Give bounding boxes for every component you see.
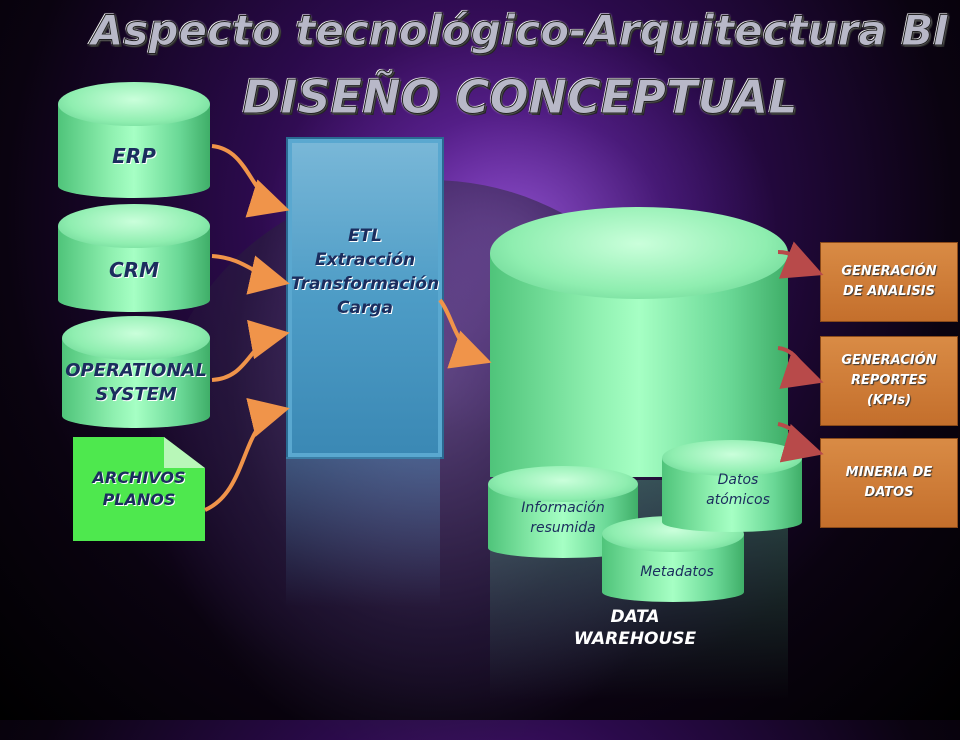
operational-label-line2: SYSTEM bbox=[95, 384, 177, 405]
etl-step-transformacion: Transformación bbox=[290, 274, 440, 294]
archivos-label-line1: ARCHIVOS bbox=[92, 468, 186, 487]
metadatos-label: Metadatos bbox=[640, 564, 714, 580]
informacion-resumida-line2: resumida bbox=[530, 520, 596, 536]
arrows-layer bbox=[204, 144, 824, 512]
archivos-label: ARCHIVOS PLANOS bbox=[73, 467, 205, 511]
generacion-reportes-line2: REPORTES bbox=[850, 373, 927, 388]
datos-atomicos-line2: atómicos bbox=[706, 492, 770, 508]
title-line1: Aspecto tecnológico-Arquitectura BI bbox=[91, 6, 950, 56]
generacion-analisis-box: GENERACIÓN DE ANALISIS bbox=[820, 242, 958, 322]
etl-title: ETL bbox=[347, 226, 383, 246]
etl-step-carga: Carga bbox=[337, 298, 393, 318]
title-line2: DISEÑO CONCEPTUAL bbox=[242, 70, 798, 125]
arrow-etl-to-warehouse bbox=[438, 298, 492, 369]
generacion-analisis-line2: DE ANALISIS bbox=[843, 284, 935, 299]
etl-box: ETL Extracción Transformación Carga bbox=[286, 137, 444, 459]
mineria-datos-box: MINERIA DE DATOS bbox=[820, 438, 958, 528]
crm-label: CRM bbox=[109, 258, 159, 282]
etl-reflection bbox=[286, 457, 440, 607]
archivos-label-line2: PLANOS bbox=[102, 490, 176, 509]
mineria-datos-line1: MINERIA DE bbox=[845, 465, 933, 480]
informacion-resumida-line1: Información bbox=[521, 500, 605, 516]
arrow-to-reportes bbox=[777, 346, 824, 389]
generacion-reportes-line1: GENERACIÓN bbox=[841, 353, 937, 368]
data-warehouse-label-line1: DATA bbox=[610, 607, 660, 627]
informacion-resumida-label: Información resumida bbox=[488, 498, 638, 538]
generacion-analisis-line1: GENERACIÓN bbox=[841, 264, 937, 279]
operational-system-cylinder: OPERATIONAL SYSTEM bbox=[62, 316, 210, 428]
etl-step-extraccion: Extracción bbox=[314, 250, 416, 270]
erp-label: ERP bbox=[112, 144, 156, 168]
mineria-datos-line2: DATOS bbox=[864, 485, 914, 500]
metadatos-cylinder bbox=[602, 516, 744, 602]
arrow-archivos-to-etl bbox=[204, 398, 290, 512]
generacion-reportes-box: GENERACIÓN REPORTES (KPIs) bbox=[820, 336, 958, 426]
datos-atomicos-label: Datos atómicos bbox=[668, 470, 808, 510]
erp-cylinder: ERP bbox=[58, 82, 210, 198]
arrow-operational-to-etl bbox=[211, 319, 290, 382]
arrow-to-mineria bbox=[777, 422, 824, 463]
arrow-to-analisis bbox=[777, 241, 824, 279]
arrow-erp-to-etl bbox=[211, 144, 290, 218]
datos-atomicos-line1: Datos bbox=[717, 472, 759, 488]
generacion-reportes-line3: (KPIs) bbox=[866, 393, 912, 408]
data-warehouse-cylinder bbox=[490, 207, 788, 477]
data-warehouse-label: DATA WAREHOUSE bbox=[560, 606, 710, 650]
operational-label-line1: OPERATIONAL bbox=[65, 360, 207, 381]
arrow-crm-to-etl bbox=[211, 254, 290, 295]
data-warehouse-label-line2: WAREHOUSE bbox=[573, 629, 697, 649]
crm-cylinder: CRM bbox=[58, 204, 210, 312]
datos-atomicos-cylinder bbox=[662, 440, 802, 532]
